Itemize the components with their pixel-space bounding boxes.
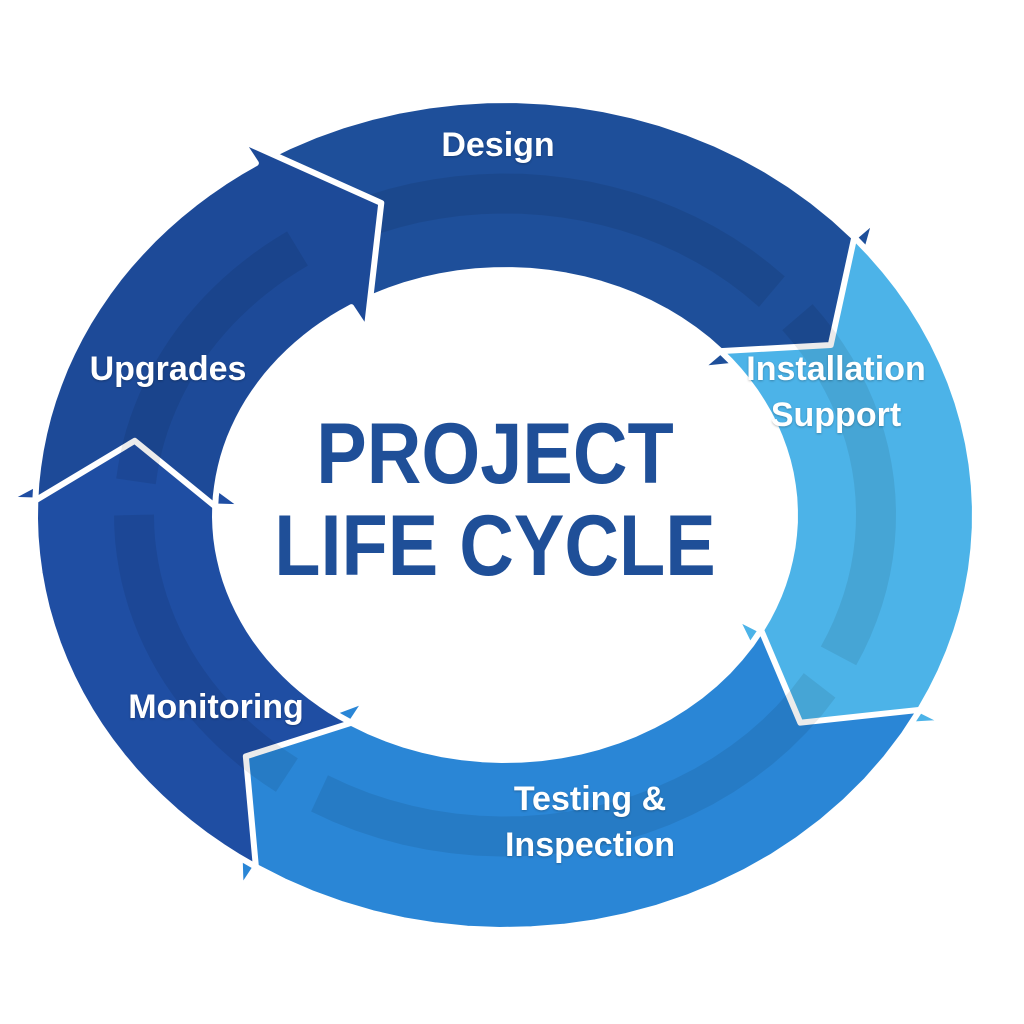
- installation-text: Installation: [746, 350, 926, 388]
- stage-label-design: Design: [441, 122, 554, 168]
- upgrades-text: Upgrades: [89, 350, 247, 388]
- stage-label-monitoring: Monitoring: [128, 684, 304, 730]
- inspection-text: Inspection: [504, 826, 676, 864]
- arrow-shading-upgrades: [116, 231, 308, 485]
- stage-label-testing-inspection: Testing & Inspection: [505, 776, 675, 868]
- stage-label-installation-support: Installation Support: [746, 346, 925, 438]
- arrow-shading-installation-support: [782, 304, 897, 666]
- support-text: Support: [770, 396, 902, 434]
- arrow-segment-upgrades: [32, 136, 385, 510]
- arrow-shading-testing-inspection: [311, 673, 836, 857]
- stage-label-upgrades: Upgrades: [90, 346, 247, 392]
- arrow-segment-monitoring: [3, 426, 355, 870]
- title-line-1: PROJECT: [316, 406, 674, 502]
- monitoring-text: Monitoring: [128, 688, 304, 726]
- arrow-shading-monitoring: [114, 514, 298, 792]
- testing-text: Testing &: [513, 780, 667, 818]
- design-text: Design: [441, 126, 555, 164]
- arrow-segment-design: [212, 97, 879, 373]
- arrow-segment-testing-inspection: [233, 627, 923, 933]
- title-line-2: LIFE CYCLE: [274, 498, 716, 594]
- arrow-segment-installation-support: [717, 234, 978, 735]
